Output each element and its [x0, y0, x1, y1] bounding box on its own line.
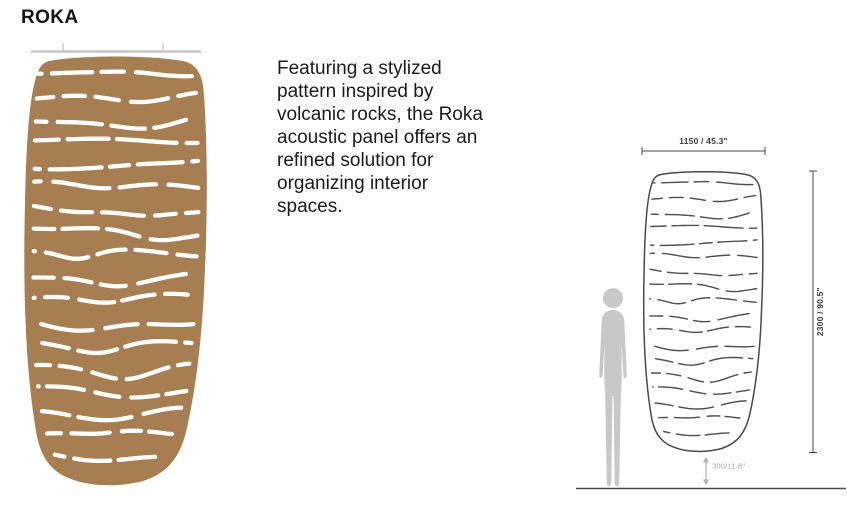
- person-silhouette: [599, 288, 627, 487]
- hanging-rail: [31, 43, 201, 53]
- width-dimension: [641, 147, 766, 155]
- height-dimension: [809, 170, 817, 453]
- roka-panel-photo: [22, 43, 209, 488]
- height-dimension-label: 2300 / 90.5": [815, 287, 825, 336]
- page-title: ROKA: [21, 7, 79, 28]
- panel-outline-drawing: [642, 170, 765, 453]
- dimension-diagram: 1150 / 45.3" 2300 / 90.5" 300/11.8": [576, 136, 846, 490]
- width-dimension-label: 1150 / 45.3": [679, 136, 728, 146]
- panel-front: [22, 54, 209, 488]
- floor-gap-label: 300/11.8": [712, 462, 745, 471]
- floor-gap-dimension: [703, 456, 709, 486]
- product-description: Featuring a stylized pattern inspired by…: [277, 58, 483, 217]
